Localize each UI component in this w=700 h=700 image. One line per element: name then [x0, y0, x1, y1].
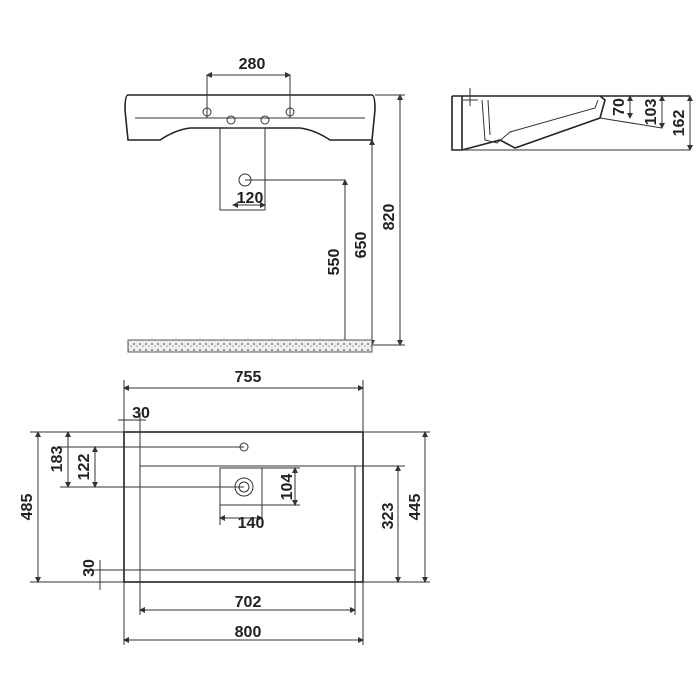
dim-drain-height: 550 — [326, 249, 343, 276]
basin-front-outline — [124, 94, 376, 141]
front-view: 280 120 550 650 820 — [124, 56, 405, 353]
dim-inner-depth: 323 — [380, 503, 397, 530]
side-view: 70 103 162 — [451, 88, 693, 151]
floor — [127, 339, 373, 353]
dim-drain-box-width: 140 — [238, 515, 265, 532]
dim-faucet-offset: 183 — [49, 446, 66, 473]
dim-drain-offset-front: 122 — [76, 454, 93, 481]
dim-outer-depth-right: 445 — [407, 494, 424, 521]
dim-depth-inner: 70 — [611, 98, 628, 116]
dim-basin-bottom-height: 650 — [353, 232, 370, 259]
dim-depth-mid: 103 — [643, 99, 660, 126]
dim-drain-box-height: 104 — [279, 474, 296, 501]
dim-top-height: 820 — [381, 204, 398, 231]
dim-total-depth: 485 — [19, 494, 36, 521]
trap — [219, 127, 266, 211]
dim-rim-front: 30 — [81, 559, 98, 577]
dim-depth-total: 162 — [671, 110, 688, 137]
basin-side-outline — [451, 95, 690, 151]
dim-total-width: 800 — [235, 624, 262, 641]
basin-top-outline — [123, 431, 364, 583]
dim-trap-width: 120 — [237, 190, 264, 207]
top-view: 755 30 183 122 485 30 104 140 323 445 70… — [19, 369, 430, 645]
dim-faucet-spacing: 280 — [239, 56, 266, 73]
dim-inner-width: 755 — [235, 369, 262, 386]
dim-basin-width: 702 — [235, 594, 262, 611]
dim-rim-left: 30 — [132, 405, 150, 422]
